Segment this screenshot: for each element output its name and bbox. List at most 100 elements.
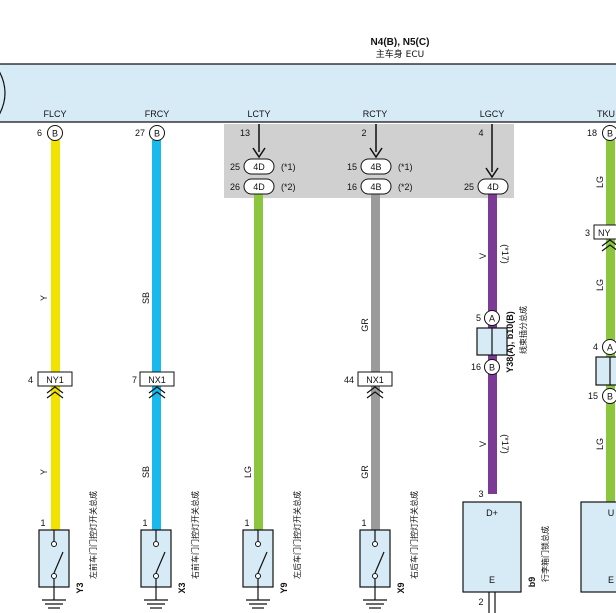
- pin-number: 2: [478, 597, 483, 607]
- harness-connector-tkuc: 4 A 15 B: [588, 339, 616, 404]
- ecu-code: N4(B), N5(C): [371, 37, 430, 48]
- connector-code: NY: [598, 228, 611, 238]
- pin-number: 26: [230, 182, 240, 192]
- terminal-dplus: D+: [486, 508, 498, 518]
- terminal-e: E: [489, 575, 495, 585]
- pin-number: 5: [476, 313, 481, 323]
- connector-circle: [47, 125, 63, 141]
- pin-number: 1: [142, 518, 147, 528]
- pin-number: 4: [478, 128, 483, 138]
- pin-number: 3: [585, 228, 590, 238]
- harness-connector-lgcy: 5 A 16 B Y38(A), b10(B) 线束插分总成: [471, 306, 528, 375]
- terminal-e: E: [608, 575, 614, 585]
- pin-tkuc: 18 B: [587, 125, 616, 141]
- wire-tkuc: [606, 140, 615, 510]
- connector-letter: B: [154, 129, 160, 139]
- variant-note: (*2): [398, 182, 413, 192]
- door-switch-x9: 1 X9 右后车门门控灯开关总成: [359, 491, 419, 609]
- pin-number: 3: [478, 489, 483, 499]
- wire-note-lgcy-lower: (*17): [500, 434, 510, 454]
- pin-number: 1: [40, 518, 45, 528]
- pin-frcy: 27 B: [135, 125, 165, 141]
- connector-letter: B: [489, 363, 495, 373]
- pin-number: 1: [244, 518, 249, 528]
- junction-lgcy: 25 4D: [464, 178, 509, 195]
- pin-number: 15: [588, 391, 598, 401]
- wire-label-rcty-lower: GR: [360, 465, 370, 479]
- terminal-lgcy: LGCY: [480, 109, 505, 119]
- pin-number: 25: [464, 182, 474, 192]
- arrow-pin-lcty: 13: [240, 124, 266, 159]
- door-switch-y9: 1 Y9 左后车门门控灯开关总成: [242, 491, 302, 609]
- component-tkuc-partial: U E: [580, 501, 616, 593]
- connector-letter: A: [489, 314, 495, 324]
- wire-label-tkuc-1: LG: [595, 176, 605, 188]
- connector-letter: B: [52, 129, 58, 139]
- variant-note: (*2): [281, 182, 296, 192]
- arrow-pin-rcty: 2: [361, 124, 383, 159]
- pin-number: 27: [135, 128, 145, 138]
- terminal-frcy: FRCY: [145, 109, 170, 119]
- component-name: 左前车门门控灯开关总成: [88, 491, 98, 579]
- component-code: Y3: [75, 582, 85, 593]
- wire-label-frcy-lower: SB: [141, 466, 151, 478]
- inline-connector-tkuc: 3 NY: [585, 224, 616, 252]
- wire-label-flcy-upper: Y: [39, 295, 49, 301]
- terminal-lcty: LCTY: [247, 109, 270, 119]
- pin-number: 16: [471, 362, 481, 372]
- component-code: Y9: [279, 582, 289, 593]
- wire-label-lgcy-upper: V: [478, 253, 488, 259]
- component-name: 左后车门门控灯开关总成: [292, 491, 302, 579]
- pin-number: 4: [593, 342, 598, 352]
- lock-assembly-b9: 3 D+ E 2 b9 行李箱门锁总成: [462, 489, 550, 613]
- pin-number: 2: [361, 128, 366, 138]
- variant-note: (*1): [398, 162, 413, 172]
- connector-letter: B: [607, 129, 613, 139]
- junction-rcty-1: 15 4B (*1): [347, 158, 413, 175]
- wire-label-lgcy-lower: V: [478, 441, 488, 447]
- wire-frcy: [152, 140, 161, 530]
- connector-circle: [602, 125, 616, 141]
- ecu-body-bar: [0, 63, 616, 123]
- wire-label-tkuc-2: LG: [595, 279, 605, 291]
- wire-flcy: [51, 140, 60, 530]
- wire-label-lcty: LG: [243, 466, 253, 478]
- terminal-rcty: RCTY: [363, 109, 388, 119]
- door-switch-x3: 1 X3 右前车门门控灯开关总成: [140, 491, 200, 609]
- pin-number: 16: [347, 182, 357, 192]
- connector-code: 4D: [253, 182, 265, 192]
- junction-rcty-2: 16 4B (*2): [347, 178, 413, 195]
- inline-connector-rcty: 44 NX1: [344, 371, 393, 399]
- pin-number: 44: [344, 375, 354, 385]
- pin-flcy: 6 B: [37, 125, 63, 141]
- arrow-pin-lgcy: 4: [478, 124, 499, 179]
- ecu-name: 主车身 ECU: [376, 48, 424, 60]
- component-code: X3: [177, 582, 187, 593]
- component-code: X9: [396, 582, 406, 593]
- connector-code: 4B: [370, 182, 381, 192]
- connector-letter: A: [607, 343, 613, 353]
- junction-lcty-2: 26 4D (*2): [230, 178, 296, 195]
- connector-circle: [149, 125, 165, 141]
- pin-number: 1: [361, 518, 366, 528]
- connector-letter: B: [607, 392, 613, 402]
- terminal-flcy: FLCY: [43, 109, 66, 119]
- connector-code: 4B: [370, 162, 381, 172]
- component-code: b9: [527, 577, 537, 588]
- terminal-u: U: [608, 508, 615, 518]
- wire-label-tkuc-3: LG: [595, 438, 605, 450]
- junction-lcty-1: 25 4D (*1): [230, 158, 296, 175]
- wire-lcty: [254, 194, 263, 530]
- component-code: Y38(A), b10(B): [505, 311, 515, 373]
- connector-code: 4D: [253, 162, 265, 172]
- connector-code: NX1: [148, 375, 166, 385]
- component-name: 右前车门门控灯开关总成: [190, 491, 200, 579]
- terminal-tkuc: TKU: [597, 109, 615, 119]
- wire-note-lgcy-upper: (*17): [500, 244, 510, 264]
- connector-code: NY1: [46, 375, 64, 385]
- inline-connector-flcy: 4 NY1: [28, 371, 73, 399]
- component-name: 行李箱门锁总成: [540, 526, 550, 582]
- wire-label-rcty-upper: GR: [360, 318, 370, 332]
- pin-number: 7: [132, 375, 137, 385]
- ecu-bar-left-curve: [0, 71, 6, 115]
